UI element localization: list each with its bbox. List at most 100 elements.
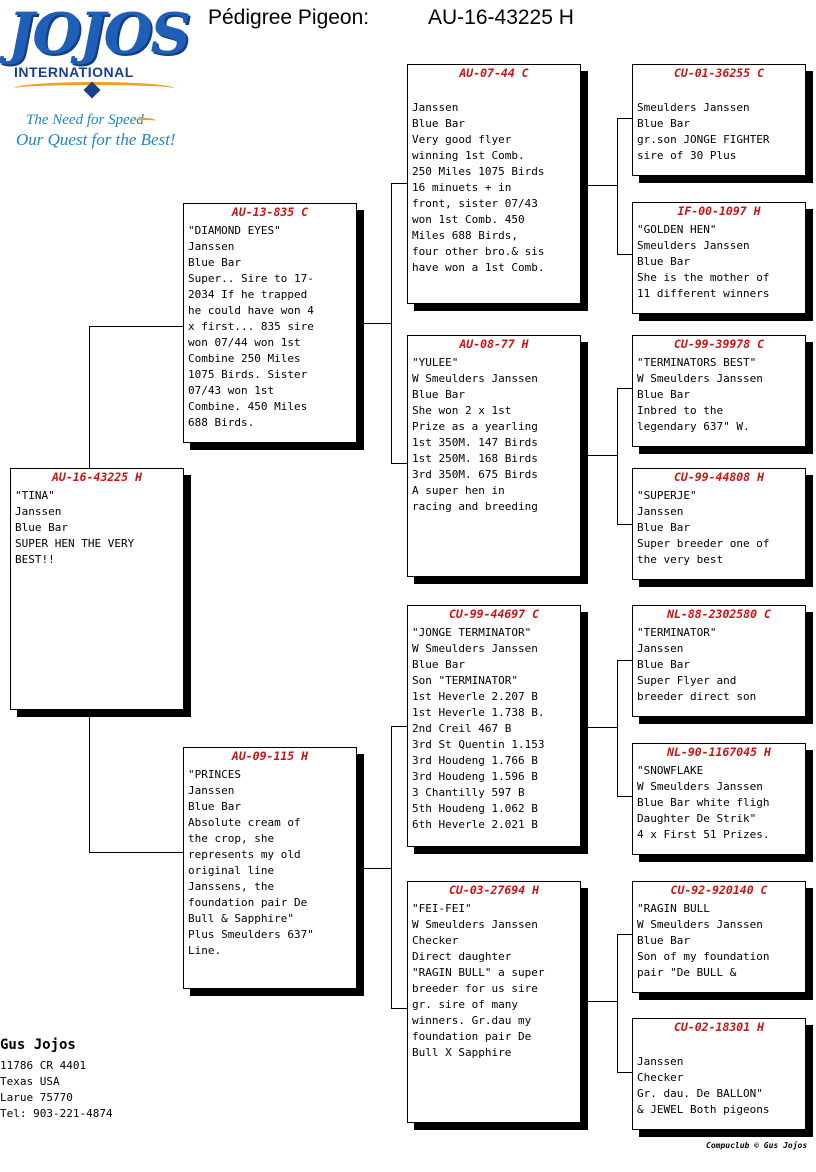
detail-line: 5th Houdeng 1.062 B: [412, 802, 538, 815]
connector-line: [617, 660, 632, 661]
connector-line: [89, 326, 183, 327]
detail-line: front, sister 07/43: [412, 197, 538, 210]
ring-number: NL-88-2302580 C: [667, 607, 771, 621]
detail-line: Tel: 903-221-4874: [0, 1107, 113, 1120]
connector-line: [391, 726, 392, 1008]
connector-line: [391, 183, 407, 184]
detail-line: "FEI-FEI": [412, 902, 472, 915]
connector-line: [581, 455, 617, 456]
detail-line: Blue Bar: [15, 521, 68, 534]
connector-line: [617, 254, 632, 255]
detail-line: Smeulders Janssen: [637, 101, 750, 114]
detail-line: Plus Smeulders 637": [188, 928, 314, 941]
detail-line: "SUPERJE": [637, 489, 697, 502]
connector-line: [617, 934, 618, 1072]
detail-line: "RAGIN BULL" a super: [412, 966, 545, 979]
detail-line: won 1st Comb. 450: [412, 213, 525, 226]
detail-line: & JEWEL Both pigeons: [637, 1103, 770, 1116]
detail-line: W Smeulders Janssen: [637, 918, 763, 931]
detail-line: Blue Bar: [412, 658, 465, 671]
detail-line: 2nd Creil 467 B: [412, 722, 512, 735]
detail-line: Super.. Sire to 17-: [188, 272, 314, 285]
detail-line: A super hen in: [412, 484, 505, 497]
detail-line: 16 minuets + in: [412, 181, 512, 194]
detail-line: "PRINCES: [188, 768, 241, 781]
pigeon-card-sire-dam-sire: CU-99-39978 C "TERMINATORS BEST"W Smeuld…: [632, 335, 806, 447]
detail-line: Janssen: [188, 240, 235, 253]
detail-line: Super breeder one of: [637, 537, 770, 550]
pigeon-card-dam-sire: CU-99-44697 C "JONGE TERMINATOR"W Smeuld…: [407, 605, 581, 847]
detail-line: winners. Gr.dau my: [412, 1014, 532, 1027]
detail-line: breeder for us sire: [412, 982, 538, 995]
connector-line: [617, 388, 632, 389]
detail-line: 11786 CR 4401: [0, 1059, 87, 1072]
detail-line: Janssen: [637, 1055, 684, 1068]
detail-line: She won 2 x 1st: [412, 404, 512, 417]
detail-line: Blue Bar: [637, 521, 690, 534]
detail-line: Prize as a yearling: [412, 420, 538, 433]
detail-line: Blue Bar: [637, 255, 690, 268]
detail-line: "JONGE TERMINATOR": [412, 626, 532, 639]
detail-line: gr.son JONGE FIGHTER: [637, 133, 770, 146]
detail-line: She is the mother of: [637, 271, 770, 284]
ring-number: IF-00-1097 H: [677, 204, 761, 218]
ring-number: CU-92-920140 C: [670, 883, 768, 897]
detail-line: Janssen: [637, 642, 684, 655]
detail-line: 1st Heverle 2.207 B: [412, 690, 538, 703]
detail-line: legendary 637" W.: [637, 420, 750, 433]
ring-number: CU-99-44808 H: [673, 470, 764, 484]
detail-line: Texas USA: [0, 1075, 60, 1088]
detail-line: foundation pair De: [412, 1030, 532, 1043]
ring-number: AU-13-835 C: [231, 205, 309, 219]
detail-line: racing and breeding: [412, 500, 538, 513]
connector-line: [581, 185, 617, 186]
detail-line: Blue Bar: [412, 388, 465, 401]
connector-line: [391, 183, 392, 463]
detail-line: Smeulders Janssen: [637, 239, 750, 252]
connector-line: [89, 852, 183, 853]
detail-line: "RAGIN BULL: [637, 902, 710, 915]
logo-subtitle: INTERNATIONAL: [14, 64, 134, 80]
detail-line: "SNOWFLAKE: [637, 764, 704, 777]
detail-line: Blue Bar: [637, 658, 690, 671]
connector-line: [581, 727, 617, 728]
detail-line: 3rd Houdeng 1.766 B: [412, 754, 538, 767]
detail-line: 2034 If he trapped: [188, 288, 308, 301]
connector-line: [391, 726, 407, 727]
detail-line: he could have won 4: [188, 304, 314, 317]
detail-line: 6th Heverle 2.021 B: [412, 818, 538, 831]
detail-line: SUPER HEN THE VERY: [15, 537, 135, 550]
detail-line: Very good flyer: [412, 133, 512, 146]
connector-line: [617, 796, 632, 797]
connector-line: [617, 388, 618, 524]
detail-line: 07/43 won 1st: [188, 384, 275, 397]
detail-line: the crop, she: [188, 832, 275, 845]
detail-line: [637, 1038, 802, 1054]
detail-line: winning 1st Comb.: [412, 149, 525, 162]
page-title-ring: AU-16-43225 H: [428, 6, 574, 29]
detail-line: 1st Heverle 1.738 B.: [412, 706, 545, 719]
detail-line: "TERMINATOR": [637, 626, 717, 639]
detail-line: Blue Bar: [188, 256, 241, 269]
detail-line: Bull X Sapphire: [412, 1046, 512, 1059]
connector-line: [391, 1008, 407, 1009]
detail-line: 3rd St Quentin 1.153: [412, 738, 545, 751]
detail-line: Blue Bar: [637, 117, 690, 130]
detail-line: gr. sire of many: [412, 998, 518, 1011]
